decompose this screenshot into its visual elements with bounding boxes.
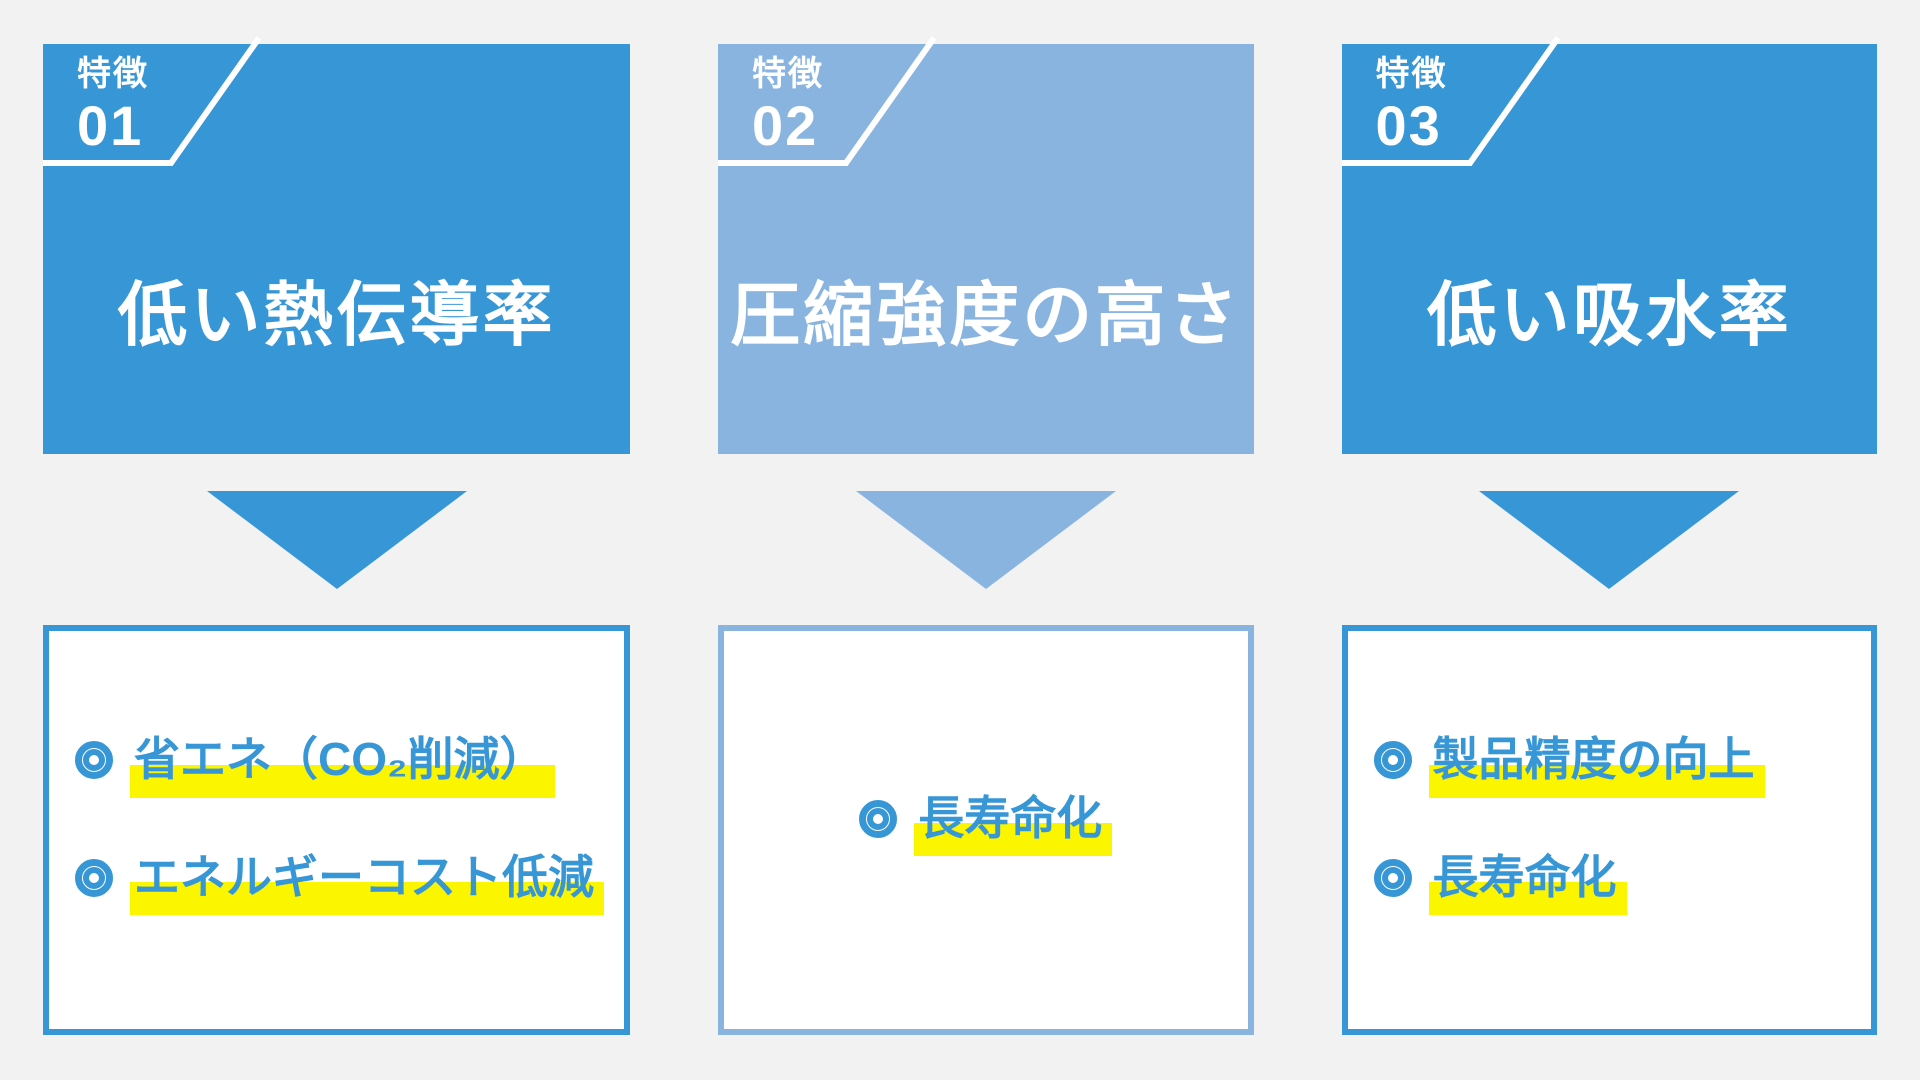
- feature-badge-2: 特徴 02: [752, 57, 824, 154]
- feature-header-1: 特徴 01 低い熱伝導率: [43, 36, 630, 454]
- badge-number: 01: [77, 94, 144, 157]
- badge-label: 特徴: [77, 55, 149, 93]
- arrow-area-1: [43, 454, 630, 625]
- double-circle-marker-icon: [1373, 741, 1412, 780]
- arrow-area-2: [718, 454, 1254, 625]
- double-circle-marker-icon: [859, 799, 898, 838]
- benefit-text: 製品精度の向上: [1428, 734, 1765, 798]
- feature-title-1: 低い熱伝導率: [117, 275, 556, 354]
- down-arrow-icon: [206, 490, 467, 589]
- double-circle-marker-icon: [75, 741, 113, 780]
- double-circle-marker-icon: [1373, 858, 1412, 897]
- badge-slash-line-icon: [43, 36, 262, 166]
- benefit-item: 製品精度の向上: [1373, 734, 1765, 798]
- benefit-item: 長寿命化: [1373, 851, 1627, 916]
- down-arrow-icon: [855, 490, 1116, 589]
- benefit-item: 長寿命化: [859, 793, 1113, 857]
- feature-title-3: 低い吸水率: [1426, 275, 1792, 354]
- benefits-box-1: 省エネ（CO₂削減） エネルギーコスト低減: [43, 625, 630, 1035]
- feature-header-2: 特徴 02 圧縮強度の高さ: [718, 36, 1254, 454]
- benefits-box-3: 製品精度の向上 長寿命化: [1341, 625, 1877, 1035]
- double-circle-marker-icon: [75, 858, 113, 897]
- benefit-text: 省エネ（CO₂削減）: [130, 734, 556, 798]
- badge-label: 特徴: [752, 55, 824, 93]
- feature-column-3: 特徴 03 低い吸水率 製品精度の向上 長寿命化: [1341, 36, 1878, 1035]
- benefits-box-2: 長寿命化: [718, 625, 1254, 1035]
- benefit-text: 長寿命化: [914, 793, 1113, 857]
- arrow-area-3: [1342, 454, 1878, 625]
- badge-slash-line-icon: [718, 36, 937, 166]
- benefit-text: 長寿命化: [1428, 851, 1627, 916]
- down-arrow-icon: [1479, 490, 1740, 589]
- feature-title-2: 圧縮強度の高さ: [730, 275, 1242, 354]
- feature-badge-3: 特徴 03: [1376, 57, 1448, 154]
- feature-column-1: 特徴 01 低い熱伝導率 省エネ（CO₂削減） エネルギーコスト低減: [43, 36, 630, 1035]
- badge-slash-line-icon: [1341, 36, 1560, 166]
- badge-number: 02: [752, 94, 819, 157]
- feature-header-3: 特徴 03 低い吸水率: [1341, 36, 1877, 454]
- feature-column-2: 特徴 02 圧縮強度の高さ 長寿命化: [718, 36, 1254, 1035]
- benefit-item: 省エネ（CO₂削減）: [75, 734, 556, 798]
- benefit-text: エネルギーコスト低減: [130, 851, 604, 916]
- feature-badge-1: 特徴 01: [77, 57, 149, 154]
- badge-number: 03: [1375, 94, 1442, 157]
- badge-label: 特徴: [1375, 55, 1448, 93]
- benefit-item: エネルギーコスト低減: [75, 851, 604, 916]
